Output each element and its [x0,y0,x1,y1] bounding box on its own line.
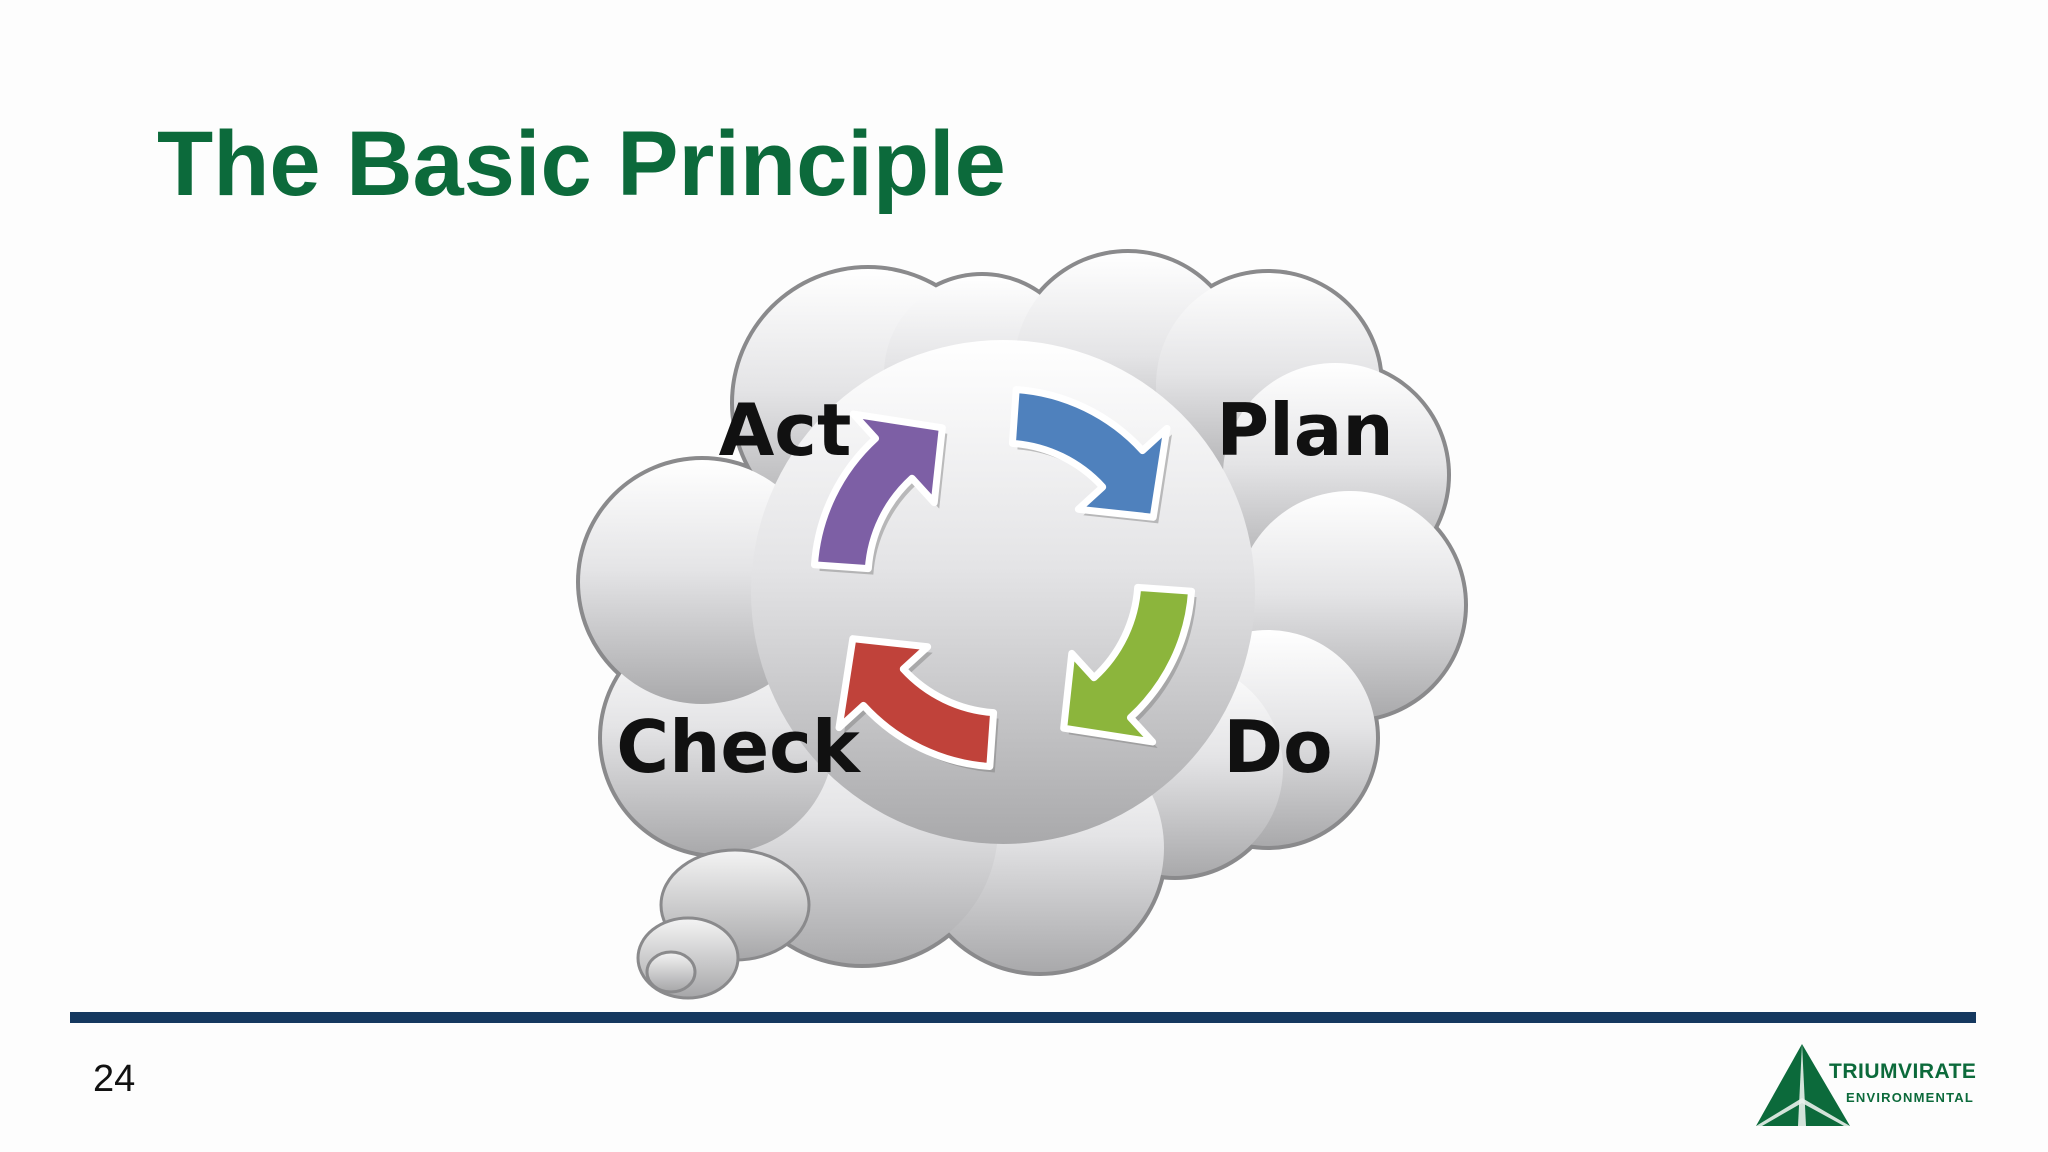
step-label-do: Do [1223,705,1332,789]
triumvirate-logo-icon [1756,1044,1850,1126]
step-label-plan: Plan [1216,388,1393,472]
step-label-act: Act [719,388,852,472]
slide-title: The Basic Principle [157,113,1006,215]
step-label-check: Check [616,705,862,789]
footer-rule [70,1012,1976,1023]
thought-bubbles [636,848,811,1000]
act-arrow [810,410,946,573]
page-number: 24 [93,1058,136,1100]
check-arrow [835,635,998,771]
plan-arrow [1008,385,1171,521]
do-arrow [1060,583,1196,746]
logo-subtitle: ENVIRONMENTAL [1846,1090,1975,1105]
cycle-arrows [810,385,1197,773]
logo-name: TRIUMVIRATE [1829,1060,1977,1083]
